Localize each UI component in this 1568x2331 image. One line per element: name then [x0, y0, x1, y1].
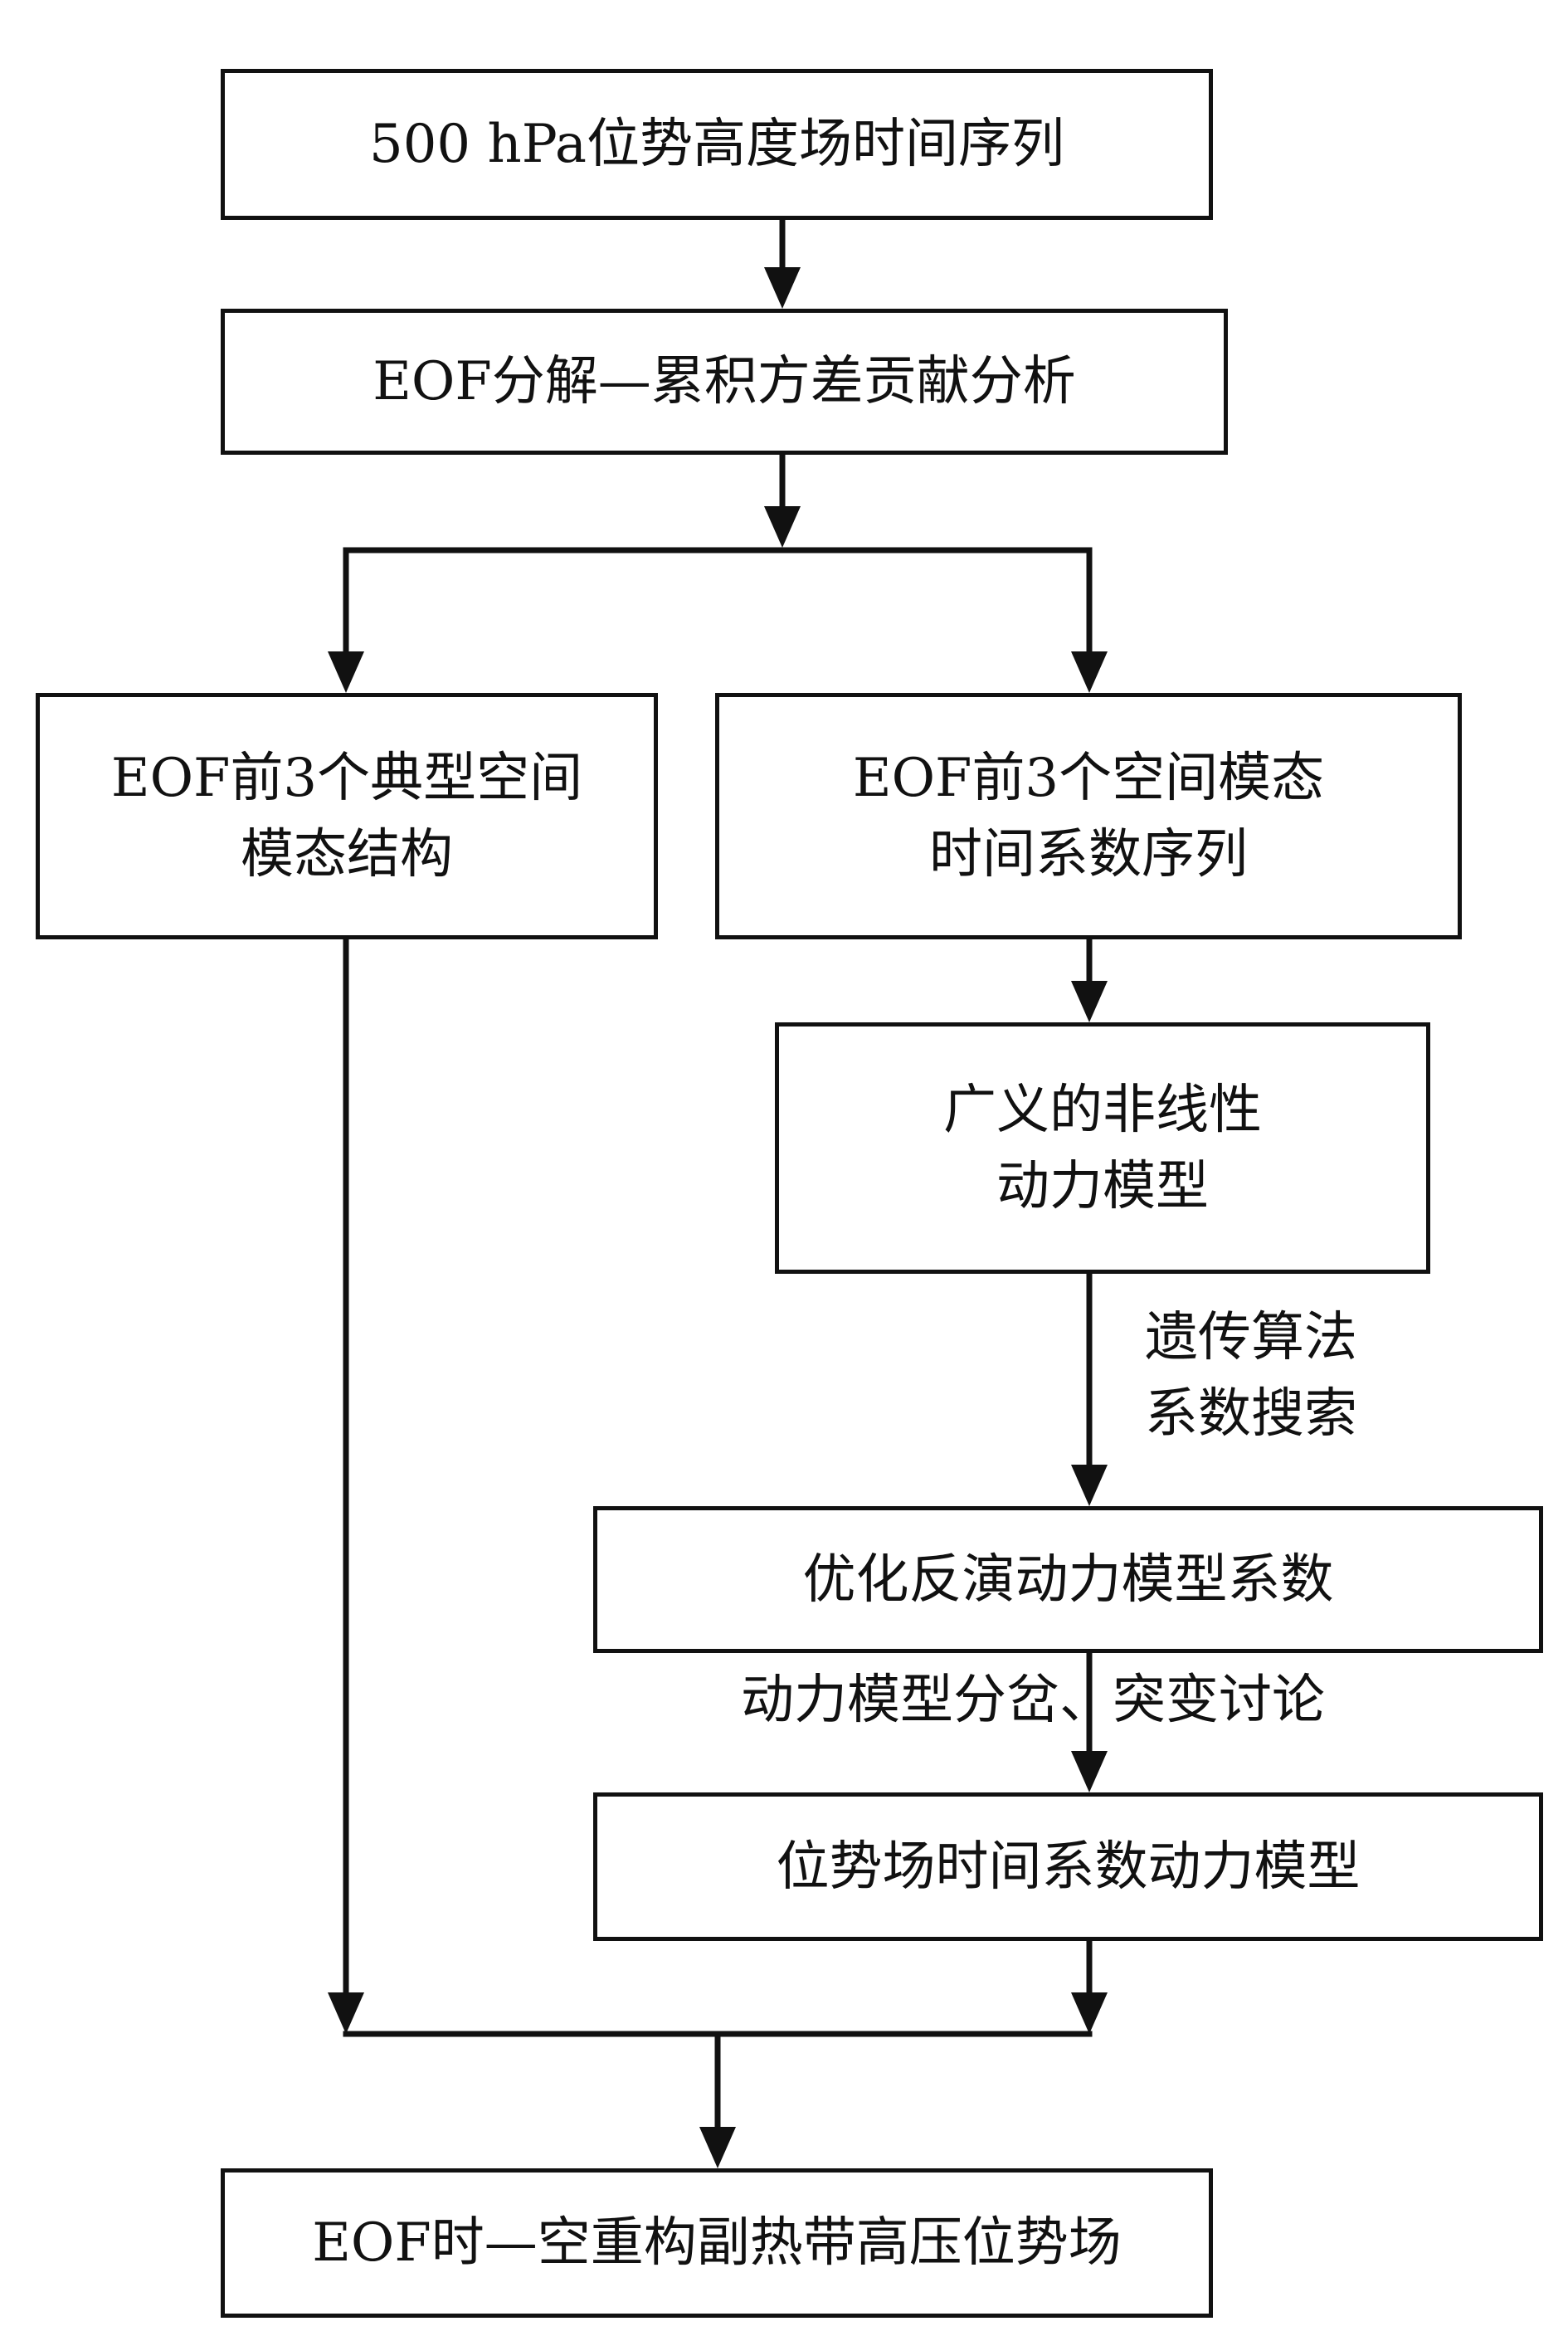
- node-nonlinear-model: 广义的非线性 动力模型: [775, 1022, 1430, 1274]
- arrowhead-6: [1071, 1465, 1108, 1506]
- arrowhead-8: [328, 1992, 364, 2034]
- node-optimized-coefficients-label: 优化反演动力模型系数: [802, 1548, 1334, 1611]
- node-geopotential-series-label: 500 hPa位势高度场时间序列: [368, 114, 1065, 175]
- node-eof-decomposition-label: EOF分解—累积方差贡献分析: [373, 351, 1076, 412]
- node-spatial-modes-label: EOF前3个典型空间 模态结构: [110, 747, 583, 885]
- arrowhead-4: [1071, 651, 1108, 693]
- node-reconstruction-label: EOF时—空重构副热带高压位势场: [312, 2212, 1122, 2274]
- edge-label-genetic-search: 遗传算法 系数搜索: [1145, 1307, 1357, 1445]
- node-geopotential-series: 500 hPa位势高度场时间序列: [221, 69, 1213, 220]
- arrowhead-10: [699, 2127, 736, 2168]
- arrowhead-3: [328, 651, 364, 693]
- node-coefficient-dynamic-model: 位势场时间系数动力模型: [593, 1792, 1543, 1941]
- node-optimized-coefficients: 优化反演动力模型系数: [593, 1506, 1543, 1653]
- edge-label-bifurcation-discussion: 动力模型分岔、突变讨论: [741, 1670, 1325, 1731]
- node-reconstruction: EOF时—空重构副热带高压位势场: [221, 2168, 1213, 2318]
- arrowhead-1: [764, 267, 801, 309]
- arrowhead-9: [1071, 1992, 1108, 2034]
- arrowhead-5: [1071, 981, 1108, 1022]
- node-time-coefficients: EOF前3个空间模态 时间系数序列: [715, 693, 1462, 939]
- node-nonlinear-model-label: 广义的非线性 动力模型: [943, 1079, 1262, 1217]
- arrowhead-2: [764, 506, 801, 548]
- arrowhead-7: [1071, 1751, 1108, 1792]
- node-eof-decomposition: EOF分解—累积方差贡献分析: [221, 309, 1228, 455]
- node-time-coefficients-label: EOF前3个空间模态 时间系数序列: [852, 747, 1325, 885]
- node-spatial-modes: EOF前3个典型空间 模态结构: [36, 693, 658, 939]
- node-coefficient-dynamic-model-label: 位势场时间系数动力模型: [776, 1836, 1361, 1898]
